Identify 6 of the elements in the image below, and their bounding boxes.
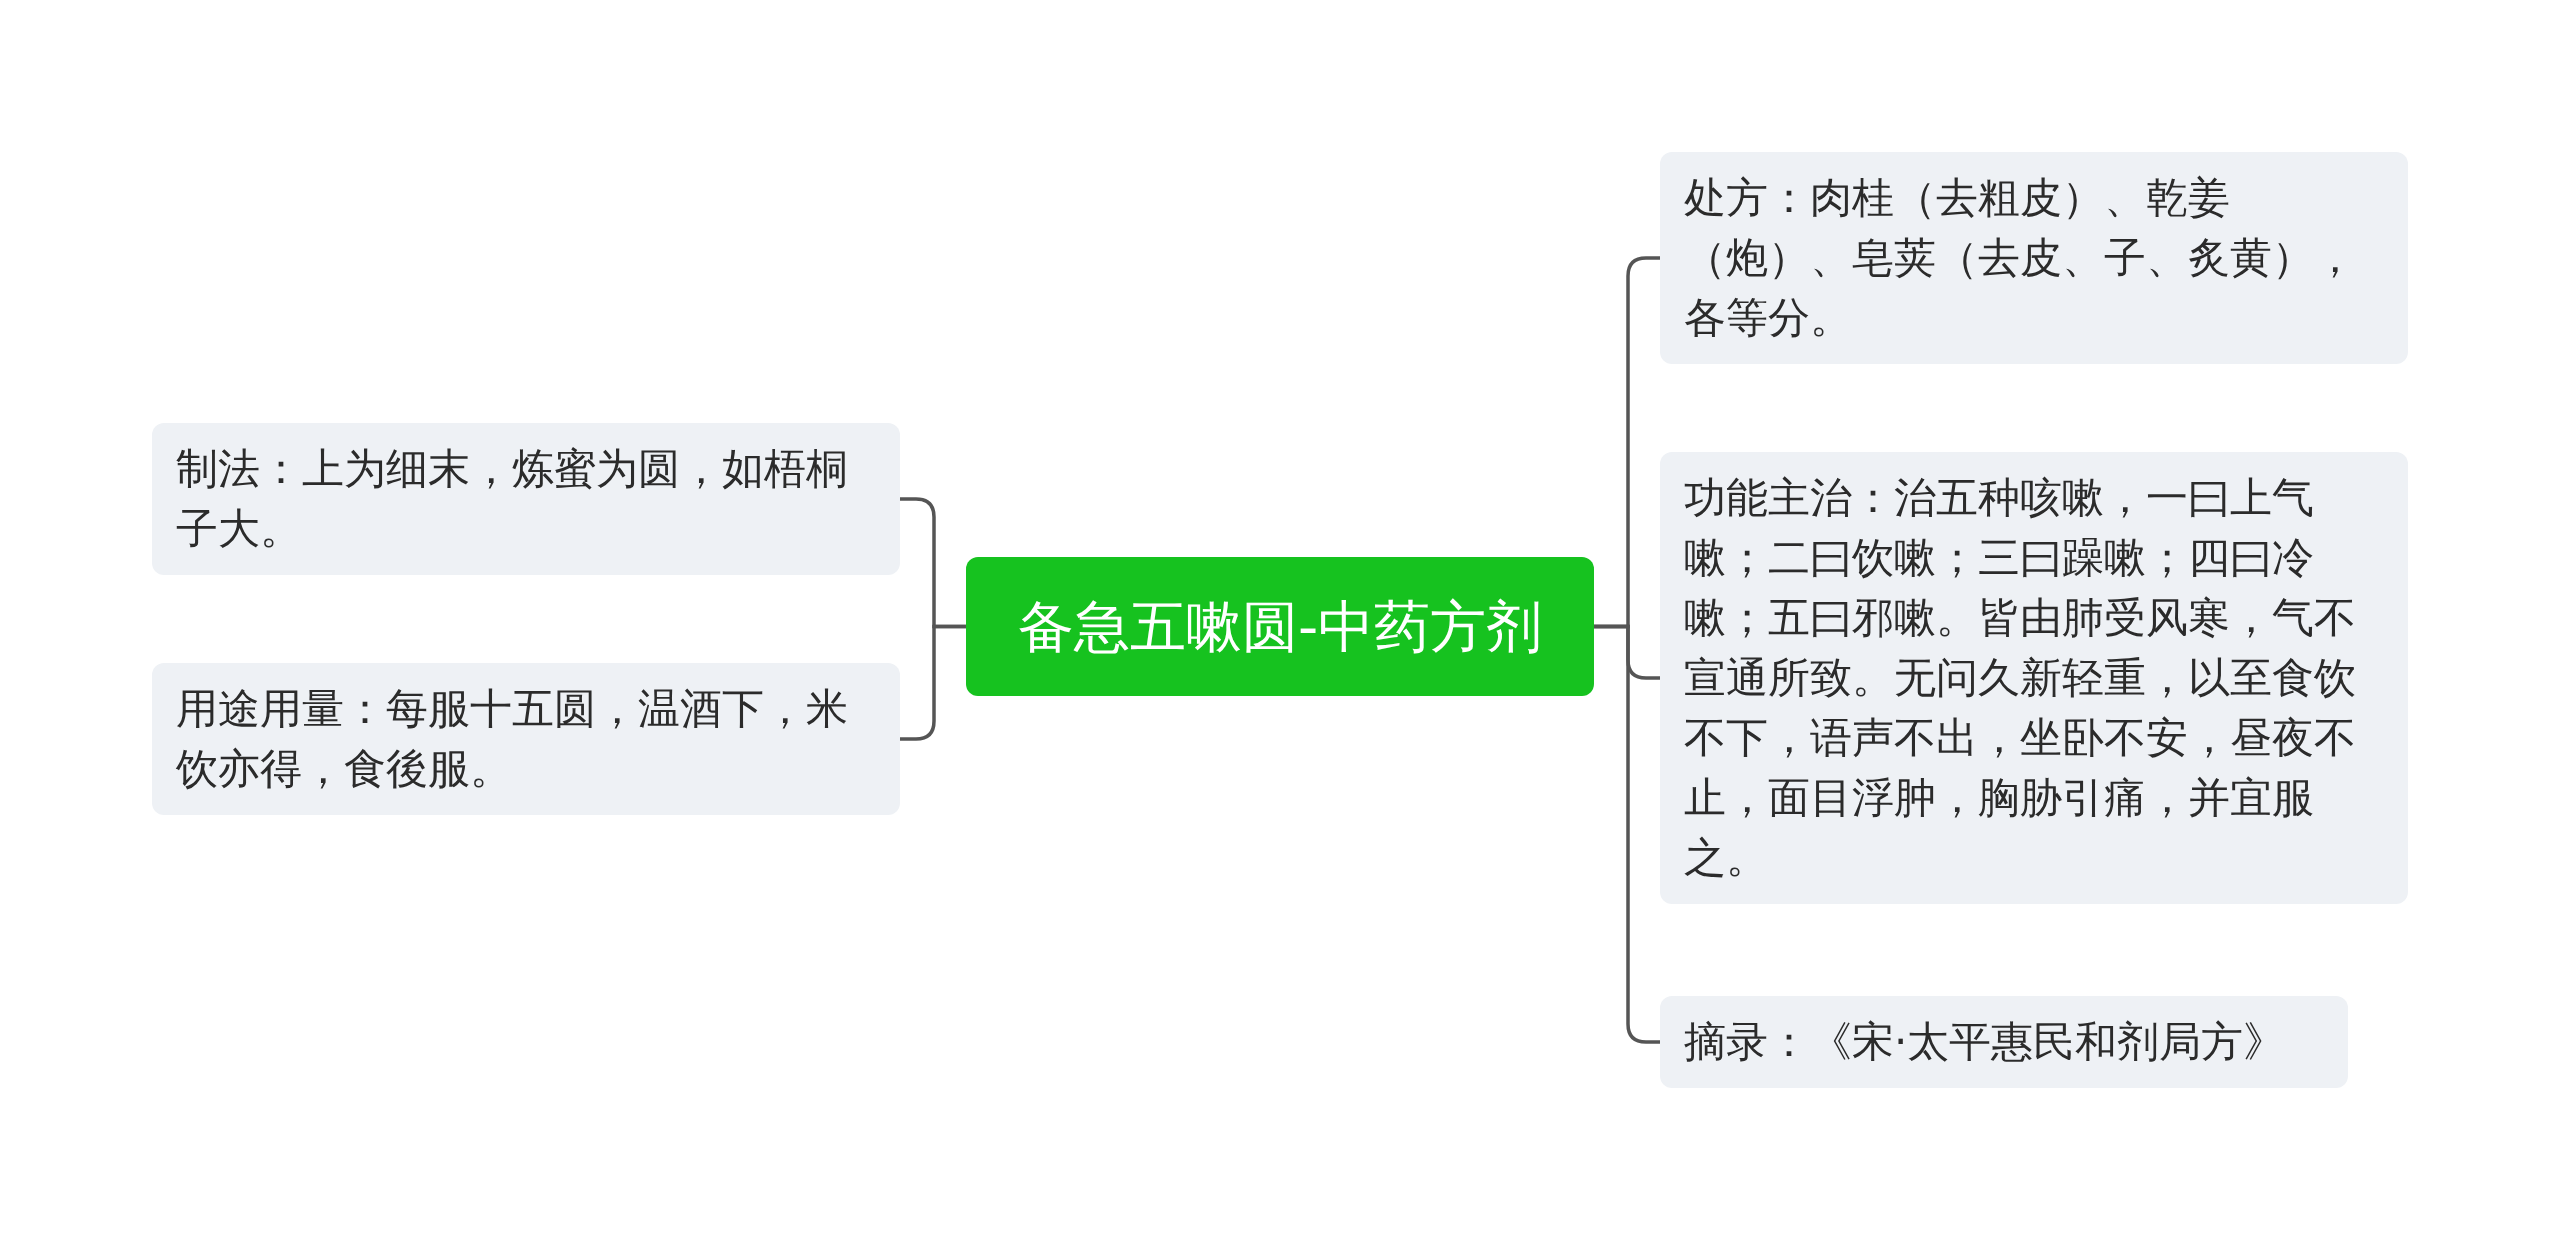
topic-box: 功能主治：治五种咳嗽，一曰上气嗽；二曰饮嗽；三曰躁嗽；四曰冷嗽；五曰邪嗽。皆由肺受风寒，气不宣通所致。无问久新轻重，以至食饮不下，语声不出，坐卧不安，昼夜不止，面目浮肿，胸胁引痛，并宜服之。 [1660,452,2408,904]
topic-box: 用途用量：每服十五圆，温酒下，米饮亦得，食後服。 [152,663,900,815]
topic-box: 摘录：《宋·太平惠民和剂局方》 [1660,996,2348,1088]
topic-box: 处方：肉桂（去粗皮）、乾姜（炮）、皂荚（去皮、子、炙黄），各等分。 [1660,152,2408,364]
central-topic: 备急五嗽圆-中药方剂 [966,557,1594,696]
topic-box: 制法：上为细末，炼蜜为圆，如梧桐子大。 [152,423,900,575]
